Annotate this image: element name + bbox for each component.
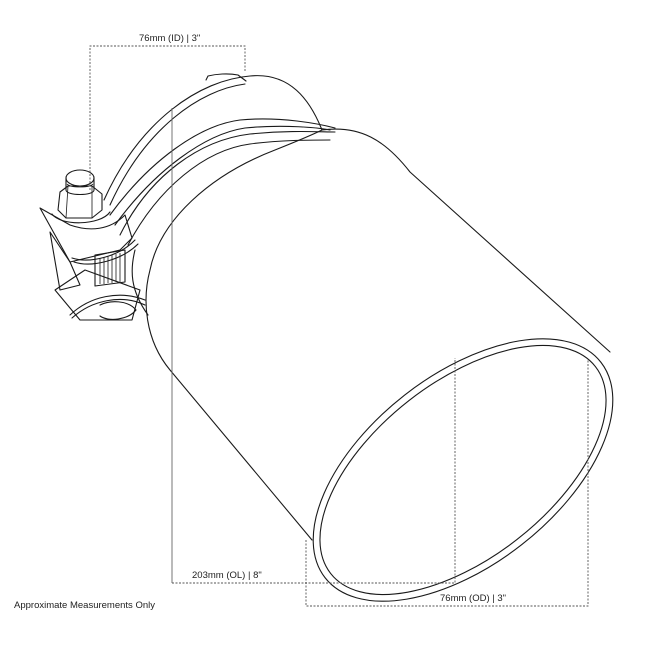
od-dimension-line xyxy=(305,360,589,607)
footnote: Approximate Measurements Only xyxy=(14,600,155,611)
dimension-lines xyxy=(89,45,589,607)
id-dimension-line xyxy=(89,45,246,190)
clamp-bolt xyxy=(39,169,146,321)
outlet-rim xyxy=(312,338,614,602)
inner-diameter-label: 76mm (ID) | 3" xyxy=(139,33,201,44)
outer-diameter-label: 76mm (OD) | 3" xyxy=(440,593,507,604)
overall-length-label: 203mm (OL) | 8" xyxy=(192,570,262,581)
inlet-sleeve xyxy=(103,73,336,226)
tip-body xyxy=(145,128,611,541)
bolt-threads xyxy=(99,253,121,284)
clamp-band xyxy=(119,130,336,316)
